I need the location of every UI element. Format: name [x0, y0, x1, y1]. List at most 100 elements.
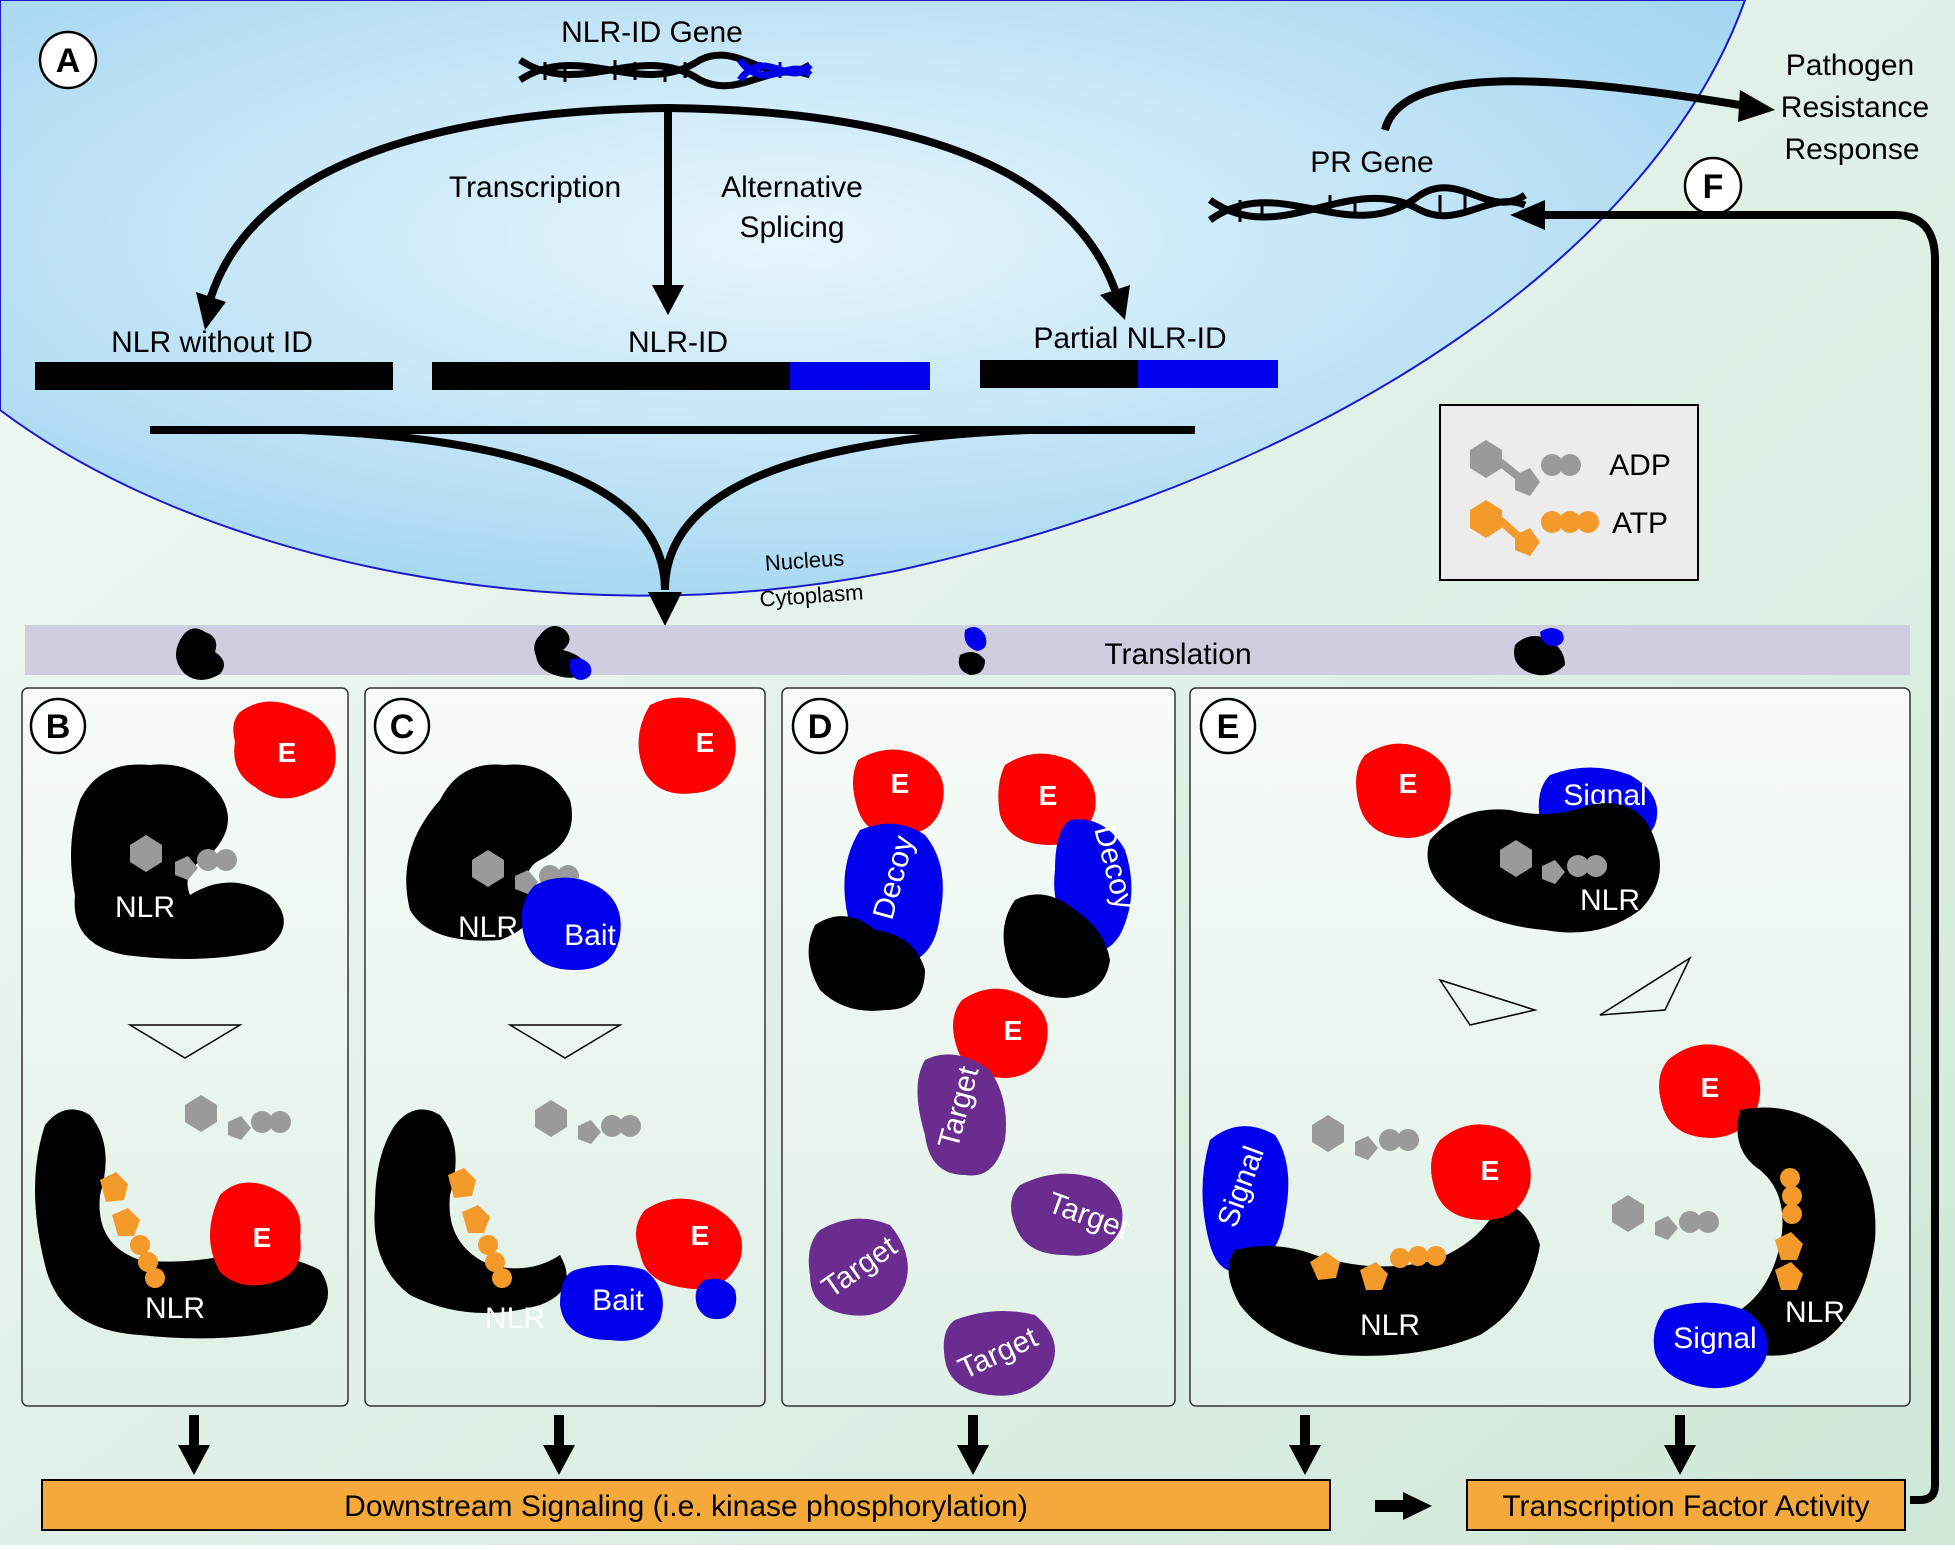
tf-activity-label: Transcription Factor Activity [1502, 1490, 1869, 1523]
nlr-active-blob [374, 1109, 567, 1313]
adp-released [185, 1095, 291, 1140]
activation-triangle [507, 1024, 623, 1059]
alt-splicing-line2: Splicing [739, 211, 844, 244]
target-blob-2 [1011, 1173, 1123, 1256]
effector-bound-right [1659, 1044, 1761, 1138]
pr-response-arrowhead [1738, 90, 1775, 122]
adp-released [1312, 1115, 1419, 1160]
nlr-active-right [1730, 1107, 1876, 1356]
adp-released [535, 1100, 641, 1144]
response-line3: Response [1784, 133, 1919, 166]
activation-triangle-right [1599, 955, 1692, 1016]
transcript-3-id [1138, 360, 1278, 388]
translation-arrow [150, 426, 1195, 591]
nucleus-label: Nucleus [764, 545, 845, 575]
atp-molecule-left [1310, 1246, 1446, 1290]
panel-c-content: E Bait NLR E Bait NLR [374, 697, 742, 1341]
effector-bound-blob [210, 1182, 301, 1286]
downstream-bar [41, 1479, 1331, 1531]
signal-label-right: Signal [1673, 1322, 1756, 1355]
effector-bound-label: E [253, 1222, 272, 1253]
atp-molecule [100, 1172, 165, 1288]
adp-molecule [1500, 840, 1607, 884]
legend-atp-icon [1470, 500, 1599, 556]
effector-blob [233, 701, 336, 799]
nlr-label: NLR [115, 891, 175, 924]
nucleus [0, 0, 1747, 597]
effector-label: E [891, 768, 910, 799]
transcript-2-bar [432, 362, 790, 390]
target-blob-4 [943, 1311, 1055, 1396]
nlr-blob-2 [1003, 894, 1110, 998]
response-line1: Pathogen [1786, 49, 1914, 82]
arrowheads-nucleus [196, 285, 1130, 330]
svg-text:B: B [46, 708, 71, 746]
pr-gene-dna [1207, 184, 1528, 223]
pr-gene-label: PR Gene [1310, 146, 1433, 179]
activation-triangle [127, 1024, 243, 1059]
panel-label-b: B [29, 697, 87, 755]
atp-molecule [448, 1168, 512, 1288]
adp-molecule [130, 835, 237, 880]
bait-bound-blob [560, 1265, 663, 1341]
down-arrows [178, 1415, 1696, 1475]
panel-d-content: E Decoy E Decoy E Target Target Target T… [808, 749, 1141, 1396]
panel-label-a: A [38, 30, 98, 90]
feedback-arrow [1545, 211, 1939, 1504]
tf-activity-bar [1466, 1479, 1906, 1531]
nlr-active-left-label: NLR [1360, 1309, 1420, 1342]
transcript-2-id [790, 362, 930, 390]
effector-blob-3 [953, 988, 1048, 1078]
target-blob [917, 1054, 1006, 1176]
transcript-2-label: NLR-ID [628, 326, 728, 359]
effector-bound-left-label: E [1481, 1155, 1500, 1186]
transcript-3-bar [980, 360, 1138, 388]
svg-text:A: A [56, 42, 81, 80]
legend-adp-icon [1470, 440, 1581, 496]
effector-bound-left [1431, 1124, 1531, 1220]
downstream-label: Downstream Signaling (i.e. kinase phosph… [344, 1490, 1028, 1523]
feedback-arrowhead [1510, 200, 1545, 230]
legend-box: ADP ATP [1439, 404, 1699, 581]
panel-e-content: E Signal NLR Signal [1202, 743, 1876, 1389]
panel-label-c: C [373, 697, 431, 755]
svg-text:E: E [1217, 708, 1240, 746]
effector-bound-label: E [691, 1220, 710, 1251]
effector-bound-blob [636, 1198, 742, 1290]
panel-label-f: F [1683, 156, 1743, 216]
effector-label: E [278, 737, 297, 768]
effector-label: E [1399, 768, 1418, 799]
adp-released-2 [1612, 1195, 1719, 1240]
panel-label-e: E [1199, 697, 1257, 755]
effector-blob [853, 749, 944, 836]
bait-blob [521, 877, 621, 970]
svg-text:F: F [1703, 168, 1724, 206]
legend-atp: ATP [1612, 507, 1668, 540]
atp-molecule-right [1775, 1168, 1803, 1290]
panel-e-box [1189, 687, 1911, 1407]
nlr-active-label: NLR [485, 1302, 545, 1335]
transcript-3-label: Partial NLR-ID [1033, 322, 1226, 355]
effector-bound-right-label: E [1701, 1072, 1720, 1103]
panel-label-d: D [791, 697, 849, 755]
effector-blob [1356, 743, 1451, 838]
translation-label: Translation [1104, 638, 1251, 671]
effector-label-2: E [1039, 780, 1058, 811]
signal-blob-right [1653, 1302, 1768, 1389]
panel-b-content: E NLR E NLR [35, 701, 336, 1339]
nlr-active-label: NLR [145, 1292, 205, 1325]
transcript-1-bar [35, 362, 393, 390]
pr-response-arrow [1381, 77, 1741, 132]
svg-text:D: D [808, 708, 833, 746]
transcription-arrows [206, 103, 1119, 302]
nlr-label: NLR [1580, 884, 1640, 917]
svg-text:C: C [390, 708, 415, 746]
response-line2: Resistance [1781, 91, 1929, 124]
bait-label: Bait [564, 919, 616, 952]
bait-bound-label: Bait [592, 1284, 644, 1317]
nlr-label: NLR [458, 911, 518, 944]
transcript-1-label: NLR without ID [111, 326, 313, 359]
effector-blob [638, 697, 736, 794]
translation-arrowhead [648, 592, 682, 626]
